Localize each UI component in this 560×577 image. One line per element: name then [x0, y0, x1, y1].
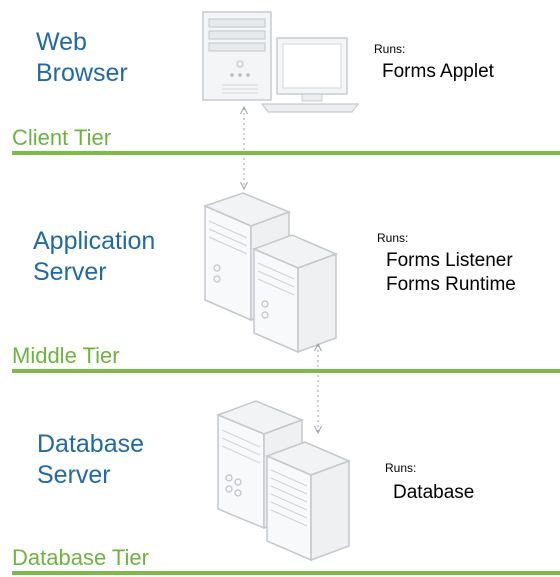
middle-tier-label: Middle Tier: [12, 343, 120, 368]
client-tier-divider: [12, 151, 560, 155]
middle-tier-divider: [12, 369, 560, 373]
application-server-icon: [202, 192, 339, 354]
connector-client-to-app: [240, 105, 248, 191]
client-runs-label: Runs:: [374, 42, 406, 56]
application-server-label: Application Server: [33, 227, 156, 286]
client-runs-items: Forms Applet: [382, 61, 494, 82]
middle-runs-items: Forms Listener Forms Runtime: [386, 250, 516, 295]
database-tier-label: Database Tier: [12, 545, 149, 570]
database-server-icon: [215, 400, 352, 562]
database-runs-label: Runs:: [385, 461, 417, 475]
connector-app-to-database: [314, 342, 322, 435]
client-tier-label: Client Tier: [12, 125, 112, 150]
middle-runs-label: Runs:: [377, 231, 409, 245]
desktop-computer-icon: [202, 11, 360, 113]
database-runs-items: Database: [393, 482, 475, 503]
client-node-label: Web Browser: [36, 28, 128, 87]
database-server-label: Database Server: [37, 430, 145, 489]
database-tier-divider: [12, 571, 560, 575]
